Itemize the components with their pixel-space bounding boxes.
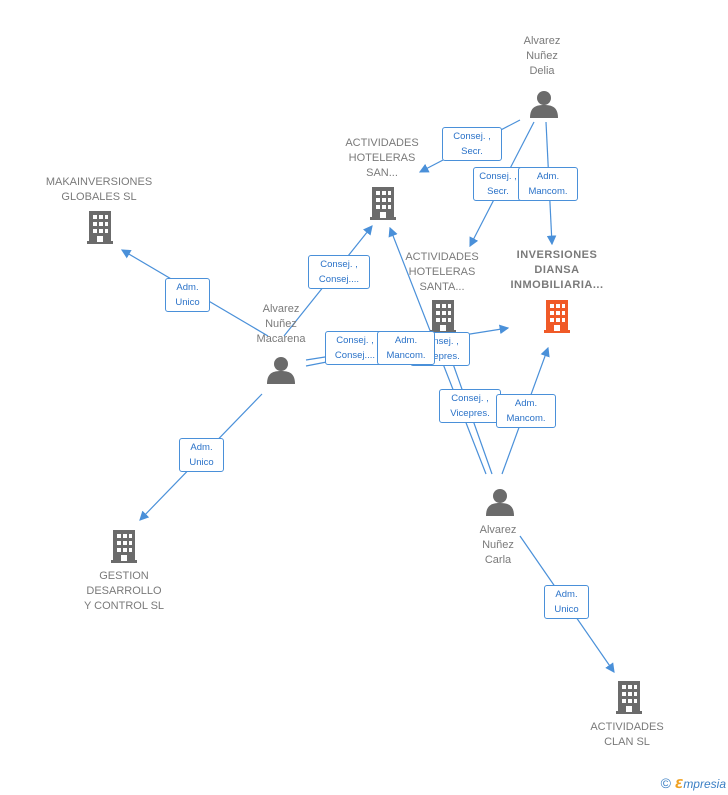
edge-label-box: Consej. , Consej.... <box>308 255 370 289</box>
building-icon <box>111 530 137 563</box>
edge-label-box: Adm. Mancom. <box>518 167 578 201</box>
building-icon <box>370 187 396 220</box>
node-label-macarena: Alvarez Nuñez Macarena <box>256 303 306 345</box>
node-label-makainversiones[interactable]: MAKAINVERSIONES GLOBALES SL <box>45 176 153 203</box>
edge-label-box: Adm. Mancom. <box>496 394 556 428</box>
person-icon <box>267 357 295 384</box>
empresia-watermark: ©ℇmpresia <box>661 775 726 791</box>
person-icon <box>486 489 514 516</box>
node-label-inversiones-diansa[interactable]: INVERSIONES DIANSA INMOBILIARIA... <box>510 249 604 291</box>
node-label-actividades-hoteleras-san[interactable]: ACTIVIDADES HOTELERAS SAN... <box>345 137 419 179</box>
node-label-actividades-clan[interactable]: ACTIVIDADES CLAN SL <box>590 721 664 748</box>
edge-label-box: Consej. , Secr. <box>442 127 502 161</box>
edge-label-box: Consej. , Consej.... <box>325 331 385 365</box>
edge-label-box: Adm. Unico <box>165 278 210 312</box>
edge-label-box: Consej. , Secr. <box>473 167 523 201</box>
building-icon <box>616 681 642 714</box>
node-label-actividades-hoteleras-santa[interactable]: ACTIVIDADES HOTELERAS SANTA... <box>405 251 479 293</box>
copyright-icon: © <box>660 775 671 791</box>
node-label-gestion-desarrollo[interactable]: GESTION DESARROLLO Y CONTROL SL <box>83 570 165 612</box>
empresia-logo-text: mpresia <box>683 777 726 791</box>
building-icon <box>430 300 456 333</box>
edge-label-box: Adm. Mancom. <box>377 331 435 365</box>
node-label-delia: Alvarez Nuñez Delia <box>523 35 561 77</box>
edge-label-box: Consej. , Vicepres. <box>439 389 501 423</box>
building-icon-focus <box>544 300 570 333</box>
edge-label-box: Adm. Unico <box>179 438 224 472</box>
person-icon <box>530 91 558 118</box>
building-icon <box>87 211 113 244</box>
node-label-carla: Alvarez Nuñez Carla <box>479 524 517 566</box>
edge-label-box: Adm. Unico <box>544 585 589 619</box>
empresia-logo-e: ℇ <box>674 777 684 791</box>
